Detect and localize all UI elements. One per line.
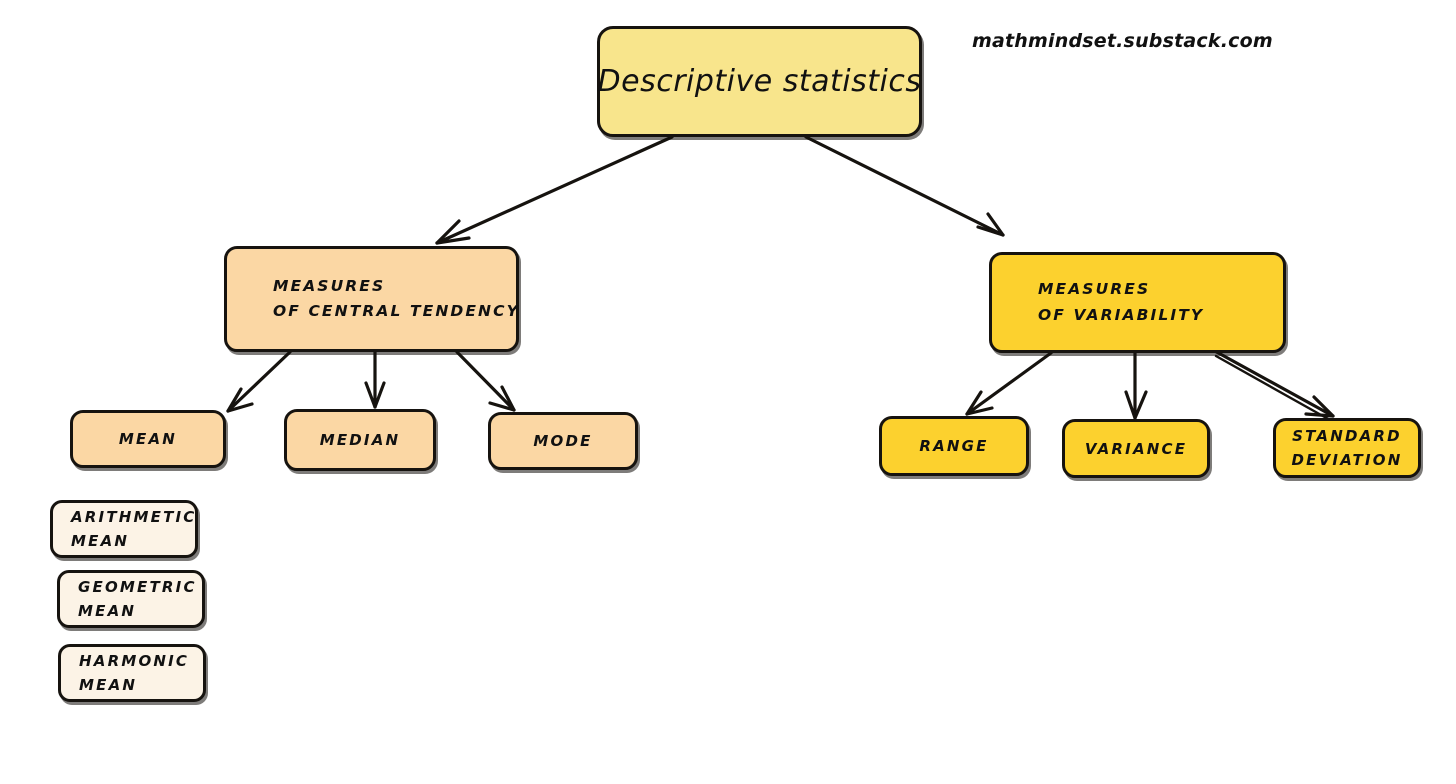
- node-label-line2: DEVIATION: [1291, 451, 1403, 469]
- node-harmonic-mean[interactable]: HARMONIC MEAN: [58, 644, 206, 702]
- arrowhead-central-to-mean: [226, 387, 254, 413]
- arrowhead-variability-to-range: [965, 390, 994, 416]
- arrowhead-variability-to-standard-deviation: [1304, 395, 1335, 418]
- node-variance[interactable]: VARIANCE: [1062, 419, 1210, 478]
- node-label-line1: MEASURES: [1038, 280, 1151, 299]
- node-range[interactable]: RANGE: [879, 416, 1029, 476]
- node-label-line1: ARITHMETIC: [71, 507, 197, 526]
- node-label-line1: HARMONIC: [79, 651, 190, 670]
- node-label-line1: GEOMETRIC: [78, 577, 197, 596]
- arrowhead-root-to-central-tendency: [435, 219, 471, 245]
- node-mode[interactable]: MODE: [488, 412, 638, 470]
- node-label: RANGE: [919, 437, 989, 455]
- node-label: VARIANCE: [1084, 439, 1188, 458]
- watermark-text: mathmindset.substack.com: [972, 30, 1273, 52]
- arrowhead-central-to-mode: [488, 385, 516, 412]
- node-arithmetic-mean[interactable]: ARITHMETIC MEAN: [50, 500, 198, 558]
- node-label-line2: MEAN: [79, 676, 138, 694]
- edge-central-to-mode: [455, 350, 516, 412]
- node-label-line2: MEAN: [78, 602, 137, 620]
- node-mean[interactable]: MEAN: [70, 410, 226, 468]
- node-measures-of-variability[interactable]: MEASURES OF VARIABILITY: [989, 252, 1286, 353]
- node-label-line2: MEAN: [71, 532, 130, 550]
- edge-variability-to-standard-deviation: [1211, 348, 1335, 418]
- edge-central-to-mean: [226, 350, 292, 413]
- node-descriptive-statistics[interactable]: Descriptive statistics: [597, 26, 922, 137]
- node-median[interactable]: MEDIAN: [284, 409, 436, 471]
- node-label-line1: STANDARD: [1292, 427, 1402, 445]
- edge-variability-to-standard-deviation-overdraw: [1214, 354, 1332, 422]
- node-standard-deviation[interactable]: STANDARD DEVIATION: [1273, 418, 1421, 478]
- node-geometric-mean[interactable]: GEOMETRIC MEAN: [57, 570, 205, 628]
- node-label-line2: OF VARIABILITY: [1038, 305, 1205, 324]
- node-label: MEAN: [118, 430, 178, 448]
- edge-root-to-central-tendency: [435, 135, 674, 245]
- node-label: MODE: [533, 432, 593, 450]
- node-label: Descriptive statistics: [597, 64, 922, 99]
- node-label-line1: MEASURES: [273, 276, 386, 295]
- edge-variability-to-range: [965, 351, 1053, 416]
- node-label: MEDIAN: [319, 431, 401, 449]
- arrowhead-variability-to-variance: [1124, 390, 1148, 420]
- arrowhead-root-to-variability: [976, 212, 1005, 237]
- arrowhead-central-to-median: [364, 381, 386, 409]
- node-measures-of-central-tendency[interactable]: MEASURES OF CENTRAL TENDENCY: [224, 246, 519, 352]
- edge-root-to-variability: [804, 135, 1005, 237]
- node-label-line2: OF CENTRAL TENDENCY: [273, 302, 520, 320]
